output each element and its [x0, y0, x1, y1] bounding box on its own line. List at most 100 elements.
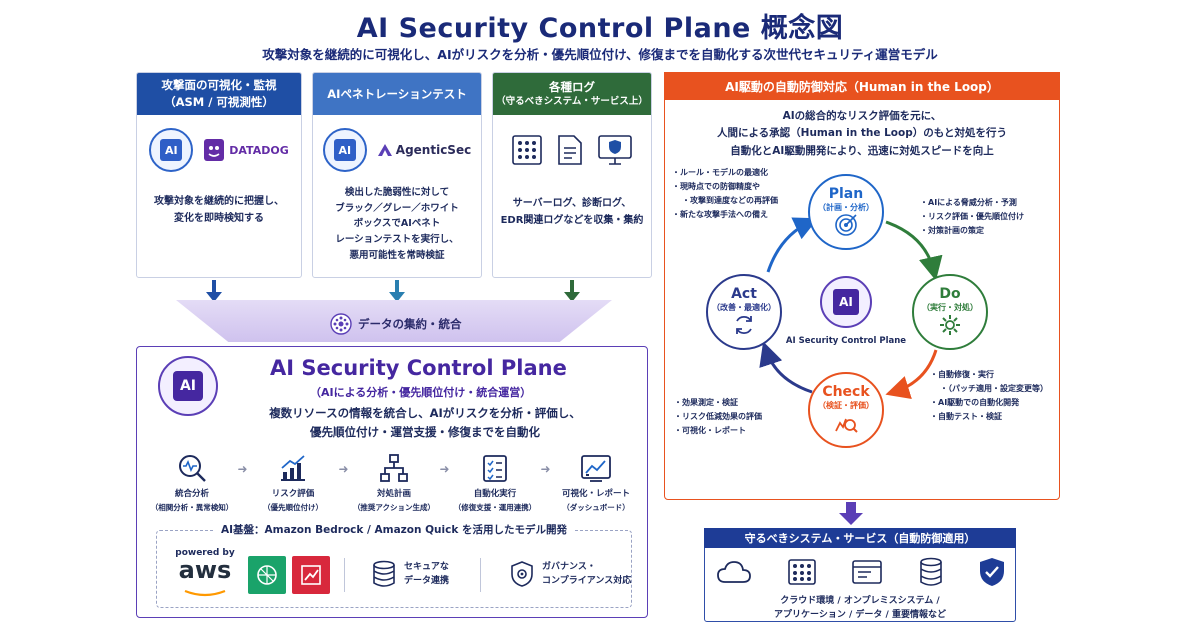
- check-bullets: 効果測定・検証 リスク低減効果の評価 可視化・レポート: [674, 396, 762, 438]
- card-pentest-body-line: レーションテストを実行し、: [335, 234, 459, 246]
- step-report: 可視化・レポート （ダッシュボード）: [554, 452, 638, 514]
- card-pentest-body-line: ブラック／グレー／ホワイト: [335, 202, 459, 214]
- arrow-card3-head: [564, 292, 580, 302]
- act-bullets: ルール・モデルの最適化 現時点での防御精度や 攻撃到達度などの再評価 新たな攻撃…: [672, 166, 778, 222]
- rising-chart-icon: [281, 455, 305, 481]
- control-plane-desc-line: 優先順位付け・運営支援・修復までを自動化: [310, 424, 540, 439]
- do-label: Do: [939, 286, 961, 302]
- bullet-item: 新たな攻撃手法への備え: [672, 208, 778, 222]
- cloud-icon: [717, 561, 751, 583]
- card-pentest-body: 検出した脆弱性に対して ブラック／グレー／ホワイト ボックスでAIペネト レーシ…: [313, 185, 481, 263]
- divider: [480, 558, 481, 592]
- card-logs-body: サーバーログ、診断ログ、 EDR関連ログなどを収集・集約: [493, 195, 651, 229]
- base-item-text: セキュアな: [404, 562, 449, 572]
- plan-node: Plan （計画・分析）: [808, 174, 884, 250]
- step-label: リスク評価: [271, 489, 315, 499]
- protected-systems-icons: [716, 556, 1006, 588]
- target-icon: [835, 214, 857, 236]
- card-pentest-body-line: 悪用可能性を常時検証: [349, 249, 445, 261]
- step-label: 対処計画: [376, 489, 411, 499]
- bullet-item: 現時点での防御精度や: [672, 180, 778, 194]
- divider: [344, 558, 345, 592]
- step-arrow-icon: ➜: [237, 462, 248, 476]
- document-icon: [558, 135, 582, 165]
- page-subtitle: 攻撃対象を継続的に可視化し、AIがリスクを分析・優先順位付け、修復までを自動化す…: [262, 47, 938, 62]
- analysis-magnifier-icon: [835, 418, 858, 433]
- do-bullets: 自動修復・実行 （パッチ適用・設定変更等） AI駆動での自動化開発 自動テスト・…: [930, 368, 1048, 424]
- card-logs-body-line: サーバーログ、診断ログ、: [512, 198, 632, 209]
- auto-defense-desc-line: 自動化とAI駆動開発により、迅速に対処スピードを向上: [730, 144, 994, 157]
- hierarchy-icon: [380, 454, 408, 482]
- card-asm: 攻撃面の可視化・監視 （ASM / 可視測性） AI DATADOG 攻撃対象を…: [136, 72, 302, 278]
- protected-systems-line: クラウド環境 / オンプレミスシステム /: [780, 596, 940, 606]
- checklist-icon: [483, 455, 507, 482]
- database-icon: [919, 557, 942, 586]
- step-arrow-icon: ➜: [338, 462, 349, 476]
- check-sub: （検証・評価）: [818, 401, 874, 410]
- card-asm-subtitle: （ASM / 可視測性）: [164, 95, 274, 109]
- arrow-to-systems-stem: [846, 502, 856, 514]
- arrow-card2-head: [389, 292, 405, 302]
- bullet-item: 可視化・レポート: [674, 424, 762, 438]
- network-grid-icon: [787, 559, 816, 585]
- step-detail: （優先順位付け）: [263, 502, 323, 512]
- powered-by-text: powered by: [175, 548, 235, 558]
- base-item-text: ガバナンス・: [542, 562, 596, 572]
- ai-chip-icon: AI: [833, 289, 859, 315]
- plan-label: Plan: [828, 186, 864, 202]
- step-detail: （推奨アクション生成）: [352, 502, 436, 512]
- ai-brain-icon: AI: [149, 128, 194, 172]
- monitor-shield-icon: [598, 135, 632, 165]
- act-node: Act （改善・最適化）: [706, 274, 782, 350]
- bullet-item: 自動修復・実行: [930, 368, 1048, 382]
- shield-check-icon: [980, 558, 1004, 586]
- gear-icon: [940, 315, 960, 335]
- check-node: Check （検証・評価）: [808, 372, 884, 448]
- bullet-item: リスク評価・優先順位付け: [920, 210, 1024, 224]
- act-sub: （改善・最適化）: [712, 303, 776, 312]
- plan-sub: （計画・分析）: [818, 203, 874, 212]
- card-pentest-title: AIペネトレーションテスト: [327, 86, 467, 101]
- auto-defense-header: AI駆動の自動防御対応（Human in the Loop）: [664, 72, 1060, 100]
- agenticsec-logo: AgenticSec: [377, 143, 471, 157]
- arrow-card1-head: [206, 292, 222, 302]
- card-asm-title: 攻撃面の可視化・監視: [161, 78, 277, 93]
- pdca-cycle-arrows: [759, 217, 943, 399]
- bullet-item: AI駆動での自動化開発: [930, 396, 1048, 410]
- datadog-text: DATADOG: [229, 143, 289, 157]
- funnel-text: データの集約・統合: [358, 317, 462, 331]
- base-item-governance: ガバナンス・ コンプライアンス対応: [510, 560, 631, 589]
- card-logs-header: 各種ログ （守るべきシステム・サービス上）: [493, 73, 651, 115]
- card-asm-body-line: 攻撃対象を継続的に把握し、: [154, 196, 284, 207]
- control-plane-description: 複数リソースの情報を統合し、AIがリスクを分析・評価し、 優先順位付け・運営支援…: [260, 404, 590, 442]
- auto-defense-description: AIの総合的なリスク評価を元に、 人間による承認（Human in the Lo…: [664, 108, 1060, 160]
- card-logs: 各種ログ （守るべきシステム・サービス上） サーバーログ、診断ログ、 EDR関連…: [492, 72, 652, 278]
- step-automation: 自動化実行 （修復支援・運用連携）: [453, 452, 537, 514]
- protected-systems-line: アプリケーション / データ / 重要情報など: [774, 610, 946, 621]
- aws-logo: powered by aws: [170, 548, 240, 601]
- auto-defense-desc-line: AIの総合的なリスク評価を元に、: [782, 110, 942, 122]
- datadog-logo: DATADOG: [203, 138, 289, 162]
- bullet-item: 効果測定・検証: [674, 396, 762, 410]
- card-pentest-body-line: 検出した脆弱性に対して: [344, 187, 450, 198]
- control-plane-subtitle: （AIによる分析・優先順位付け・統合運営）: [310, 386, 532, 399]
- database-icon: [373, 561, 395, 588]
- do-node: Do （実行・対処）: [912, 274, 988, 350]
- act-label: Act: [731, 286, 757, 302]
- auto-defense-desc-line: 人間による承認（Human in the Loop）のもと対処を行う: [716, 127, 1008, 140]
- card-logs-icons: [493, 115, 651, 185]
- refresh-icon: [736, 315, 752, 335]
- bullet-item: 自動テスト・検証: [930, 410, 1048, 424]
- card-pentest-header: AIペネトレーションテスト: [313, 73, 481, 115]
- step-arrow-icon: ➜: [540, 462, 551, 476]
- step-analysis: 統合分析 （相関分析・異常検知）: [150, 452, 234, 514]
- control-plane-ai-badge: AI: [158, 356, 218, 416]
- arrow-to-systems-head: [839, 513, 863, 525]
- base-item-data: セキュアな データ連携: [372, 560, 449, 589]
- agenticsec-text: AgenticSec: [395, 143, 472, 157]
- card-asm-header: 攻撃面の可視化・監視 （ASM / 可視測性）: [137, 73, 301, 115]
- ai-chip-icon: AI: [173, 371, 203, 401]
- control-plane-desc-line: 複数リソースの情報を統合し、AIがリスクを分析・評価し、: [269, 406, 581, 420]
- arrow-card1-stem: [212, 280, 216, 292]
- grid-icon: [512, 135, 542, 165]
